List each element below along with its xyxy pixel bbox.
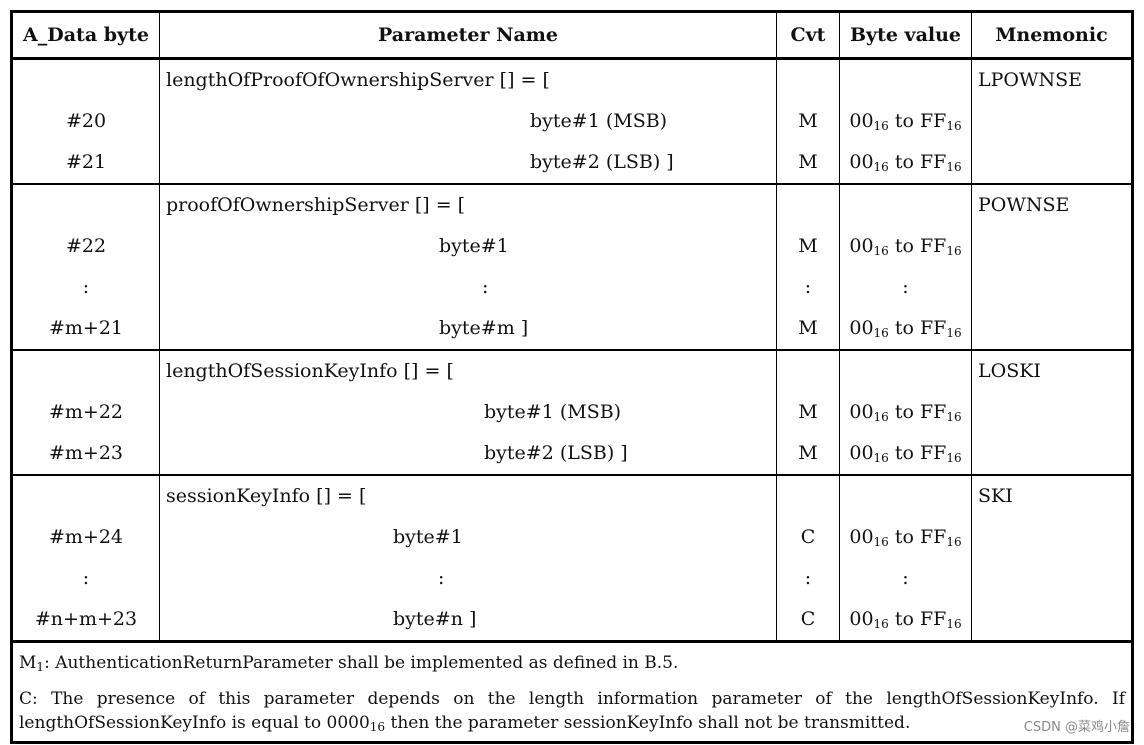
cell-byte-value: 0016 to FF16 — [849, 442, 962, 465]
cell-cvt: : — [804, 276, 812, 298]
header-byte-value: Byte value — [840, 13, 972, 57]
col-cvt: C: C — [777, 476, 840, 640]
cell-cvt: M — [798, 110, 818, 132]
col-byte-value: 0016 to FF16 0016 to FF16 — [840, 60, 972, 183]
cell-a-data-byte — [13, 476, 159, 517]
cell-cvt: : — [804, 567, 812, 589]
cell-byte-value: : — [902, 567, 909, 589]
cell-parameter-name: byte#1 (MSB) — [484, 401, 622, 423]
cell-a-data-byte: : — [82, 567, 90, 589]
parameter-table: A_Data byte Parameter Name Cvt Byte valu… — [10, 10, 1134, 744]
cell-byte-value: 0016 to FF16 — [849, 526, 962, 549]
cell-parameter-name: lengthOfSessionKeyInfo [] = [ — [166, 360, 454, 382]
table-body: #20 #21 lengthOfProofOfOwnershipServer [] … — [13, 60, 1131, 643]
header-a-data-byte: A_Data byte — [13, 13, 160, 57]
cell-a-data-byte: #m+24 — [48, 526, 124, 548]
table-header-row: A_Data byte Parameter Name Cvt Byte valu… — [13, 13, 1131, 60]
col-mnemonic: SKI — [972, 476, 1131, 640]
param-group: #m+24: #n+m+23 sessionKeyInfo [] = [ byte#1… — [13, 476, 1131, 643]
param-group: #22: #m+21 proofOfOwnershipServer [] = [ by… — [13, 185, 1131, 351]
cell-byte-value — [840, 185, 971, 226]
cell-parameter-name: byte#m ] — [439, 317, 529, 339]
cell-a-data-byte: #n+m+23 — [34, 608, 138, 630]
cell-parameter-name: byte#1 — [439, 235, 509, 257]
col-mnemonic: POWNSE — [972, 185, 1131, 349]
col-a-data-byte: #22: #m+21 — [13, 185, 160, 349]
note-m1: M1: AuthenticationReturnParameter shall … — [19, 653, 679, 674]
cell-byte-value: 0016 to FF16 — [849, 235, 962, 258]
cell-parameter-name: byte#1 — [393, 526, 463, 548]
cell-byte-value: 0016 to FF16 — [849, 317, 962, 340]
col-parameter-name: lengthOfSessionKeyInfo [] = [ byte#1 (MSB… — [160, 351, 777, 474]
col-mnemonic: LPOWNSE — [972, 60, 1131, 183]
cell-a-data-byte: #m+23 — [48, 442, 124, 464]
cell-cvt: M — [798, 317, 818, 339]
cell-parameter-name: sessionKeyInfo [] = [ — [166, 485, 367, 507]
cell-a-data-byte: #20 — [65, 110, 107, 132]
col-a-data-byte: #m+22 #m+23 — [13, 351, 160, 474]
col-parameter-name: sessionKeyInfo [] = [ byte#1: byte#n ] — [160, 476, 777, 640]
col-a-data-byte: #m+24: #n+m+23 — [13, 476, 160, 640]
cell-cvt: M — [798, 151, 818, 173]
cell-mnemonic: LPOWNSE — [978, 69, 1083, 91]
col-byte-value: 0016 to FF16: 0016 to FF16 — [840, 476, 972, 640]
col-byte-value: 0016 to FF16 0016 to FF16 — [840, 351, 972, 474]
cell-parameter-name: : — [438, 567, 445, 589]
cell-byte-value: 0016 to FF16 — [849, 608, 962, 631]
cell-parameter-name: lengthOfProofOfOwnershipServer [] = [ — [166, 69, 550, 91]
cell-cvt: M — [798, 235, 818, 257]
cell-cvt: M — [798, 442, 818, 464]
cell-parameter-name: : — [482, 276, 489, 298]
cell-byte-value: 0016 to FF16 — [849, 151, 962, 174]
cell-a-data-byte: #21 — [65, 151, 107, 173]
param-group: #m+22 #m+23 lengthOfSessionKeyInfo [] = [ b… — [13, 351, 1131, 476]
col-cvt: M: M — [777, 185, 840, 349]
cell-cvt — [777, 351, 839, 392]
table-notes: M1: AuthenticationReturnParameter shall … — [13, 643, 1131, 741]
cell-a-data-byte — [13, 185, 159, 226]
cell-cvt — [777, 60, 839, 101]
cell-a-data-byte: #m+22 — [48, 401, 124, 423]
cell-cvt: M — [798, 401, 818, 423]
cell-parameter-name: byte#2 (LSB) ] — [530, 151, 674, 173]
cell-parameter-name: byte#n ] — [393, 608, 477, 630]
cell-parameter-name: byte#1 (MSB) — [530, 110, 668, 132]
col-mnemonic: LOSKI — [972, 351, 1131, 474]
col-byte-value: 0016 to FF16: 0016 to FF16 — [840, 185, 972, 349]
cell-a-data-byte: #m+21 — [48, 317, 124, 339]
cell-mnemonic: POWNSE — [978, 194, 1070, 216]
cell-byte-value — [840, 351, 971, 392]
col-parameter-name: lengthOfProofOfOwnershipServer [] = [ byt… — [160, 60, 777, 183]
cell-cvt — [777, 476, 839, 517]
header-mnemonic: Mnemonic — [995, 24, 1108, 46]
param-group: #20 #21 lengthOfProofOfOwnershipServer [] … — [13, 60, 1131, 185]
cell-byte-value: : — [902, 276, 909, 298]
cell-mnemonic: LOSKI — [978, 360, 1041, 382]
cell-byte-value — [840, 60, 971, 101]
cell-byte-value — [840, 476, 971, 517]
header-cvt: Cvt — [777, 13, 840, 57]
cell-cvt: C — [800, 526, 816, 548]
header-parameter-name: Parameter Name — [160, 13, 777, 57]
cell-parameter-name: byte#2 (LSB) ] — [484, 442, 628, 464]
cell-byte-value: 0016 to FF16 — [849, 401, 962, 424]
cell-cvt: C — [800, 608, 816, 630]
cell-a-data-byte — [13, 60, 159, 101]
cell-mnemonic: SKI — [978, 485, 1013, 507]
cell-parameter-name: proofOfOwnershipServer [] = [ — [166, 194, 466, 216]
cell-a-data-byte: #22 — [65, 235, 107, 257]
cell-byte-value: 0016 to FF16 — [849, 110, 962, 133]
note-c: C: The presence of this parameter depend… — [19, 689, 1125, 734]
watermark: CSDN @菜鸡小詹 — [1023, 720, 1130, 735]
cell-a-data-byte — [13, 351, 159, 392]
cell-a-data-byte: : — [82, 276, 90, 298]
col-a-data-byte: #20 #21 — [13, 60, 160, 183]
cell-cvt — [777, 185, 839, 226]
col-parameter-name: proofOfOwnershipServer [] = [ byte#1: byte… — [160, 185, 777, 349]
